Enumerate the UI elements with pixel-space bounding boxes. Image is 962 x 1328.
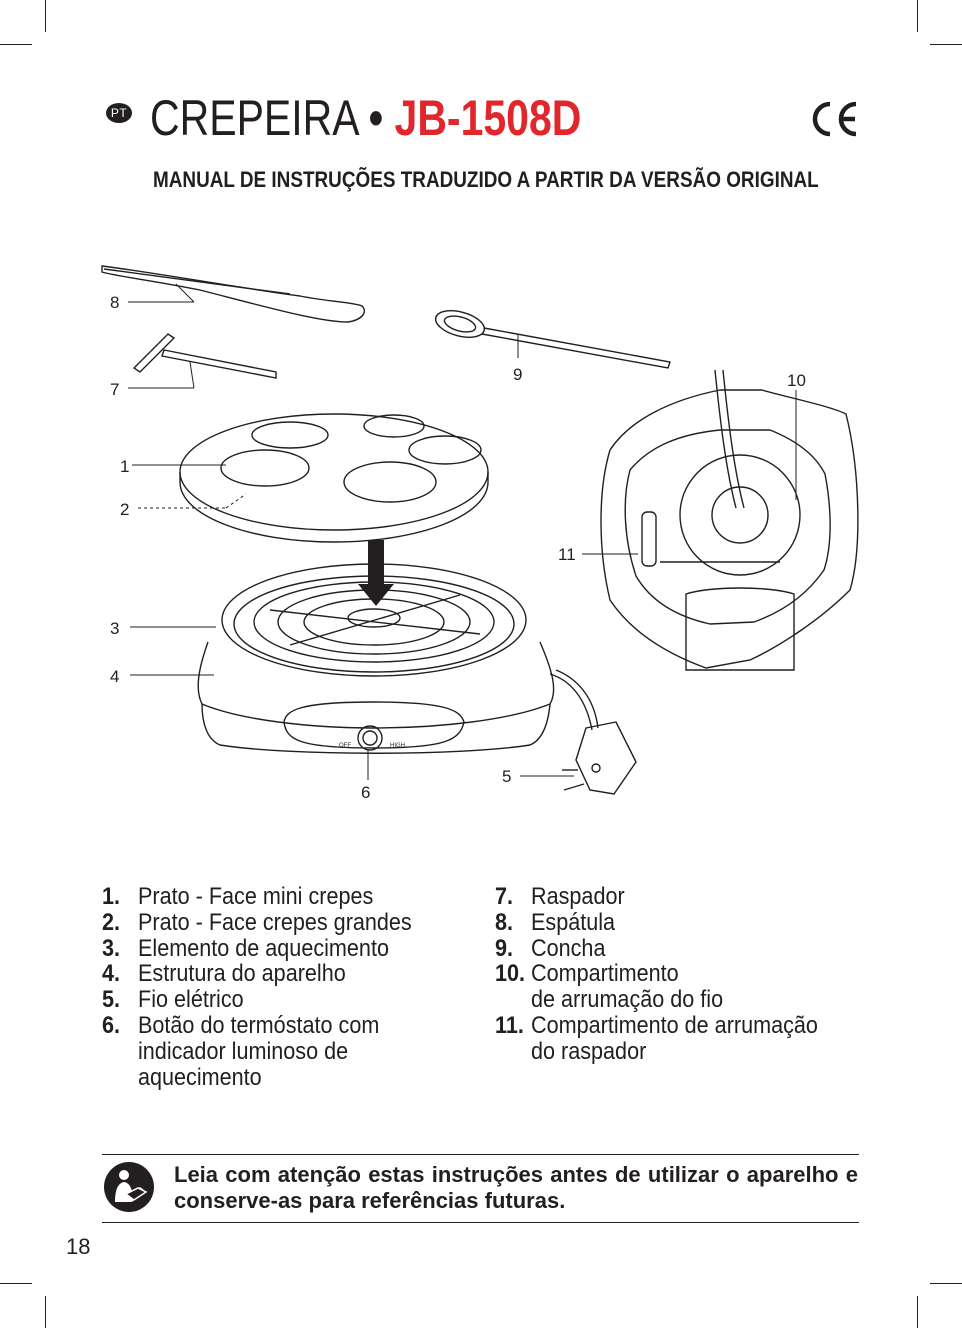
dial-label-high: HIGH: [390, 743, 405, 749]
callout-3: 3: [110, 619, 119, 638]
callout-8: 8: [110, 293, 119, 312]
list-item: 2.Prato - Face crepes grandes: [102, 910, 435, 936]
list-item: 5.Fio elétrico: [102, 987, 435, 1013]
callout-2: 2: [120, 500, 129, 519]
callout-4: 4: [110, 667, 119, 686]
language-badge: PT: [106, 103, 132, 123]
crop-mark: [0, 1283, 32, 1284]
callout-7: 7: [110, 380, 119, 399]
assembly-arrow-icon: [358, 540, 394, 606]
callout-5: 5: [502, 767, 511, 786]
crop-mark: [0, 44, 32, 45]
list-item: 8.Espátula: [495, 910, 837, 936]
crop-mark: [917, 1296, 918, 1328]
dial-label-off: OFF: [339, 743, 351, 749]
list-item: 1.Prato - Face mini crepes: [102, 884, 435, 910]
crop-mark: [45, 1296, 46, 1328]
underside-illustration: [601, 370, 858, 670]
callout-6: 6: [361, 783, 370, 802]
list-item: 7.Raspador: [495, 884, 837, 910]
power-cord-illustration: [550, 670, 636, 794]
ladle-illustration: [433, 306, 670, 368]
crop-mark: [917, 0, 918, 32]
crop-mark: [45, 0, 46, 32]
notice-text: Leia com atenção estas instruções antes …: [174, 1162, 858, 1214]
title-brand: CREPEIRA: [150, 90, 357, 146]
callout-10: 10: [787, 371, 806, 390]
title-model: JB-1508D: [395, 90, 582, 146]
callout-9: 9: [513, 365, 522, 384]
list-item: 4.Estrutura do aparelho: [102, 961, 435, 987]
list-item: 3.Elemento de aquecimento: [102, 936, 435, 962]
page-title: CREPEIRA • JB-1508D: [150, 88, 581, 148]
page-number: 18: [66, 1234, 90, 1260]
page-subtitle: MANUAL DE INSTRUÇÕES TRADUZIDO A PARTIR …: [153, 167, 819, 193]
scraper-illustration: [134, 334, 276, 378]
product-diagram: 8 7 1 2 3 4 6 9 10 11 5 OFF HIGH: [90, 250, 880, 810]
read-manual-icon: [104, 1162, 154, 1212]
divider-bottom: [102, 1222, 859, 1223]
crop-mark: [930, 1283, 962, 1284]
ce-mark-icon: [808, 100, 860, 138]
list-item: 9.Concha: [495, 936, 837, 962]
title-separator: •: [369, 90, 383, 146]
spatula-illustration: [102, 266, 364, 322]
divider-top: [102, 1154, 859, 1155]
crop-mark: [930, 44, 962, 45]
parts-list-right: 7.Raspador 8.Espátula 9.Concha 10.Compar…: [495, 884, 875, 1065]
callout-1: 1: [120, 457, 129, 476]
crepe-plate-illustration: [180, 414, 488, 542]
callout-11: 11: [558, 545, 576, 564]
parts-list-left: 1.Prato - Face mini crepes 2.Prato - Fac…: [102, 884, 472, 1090]
